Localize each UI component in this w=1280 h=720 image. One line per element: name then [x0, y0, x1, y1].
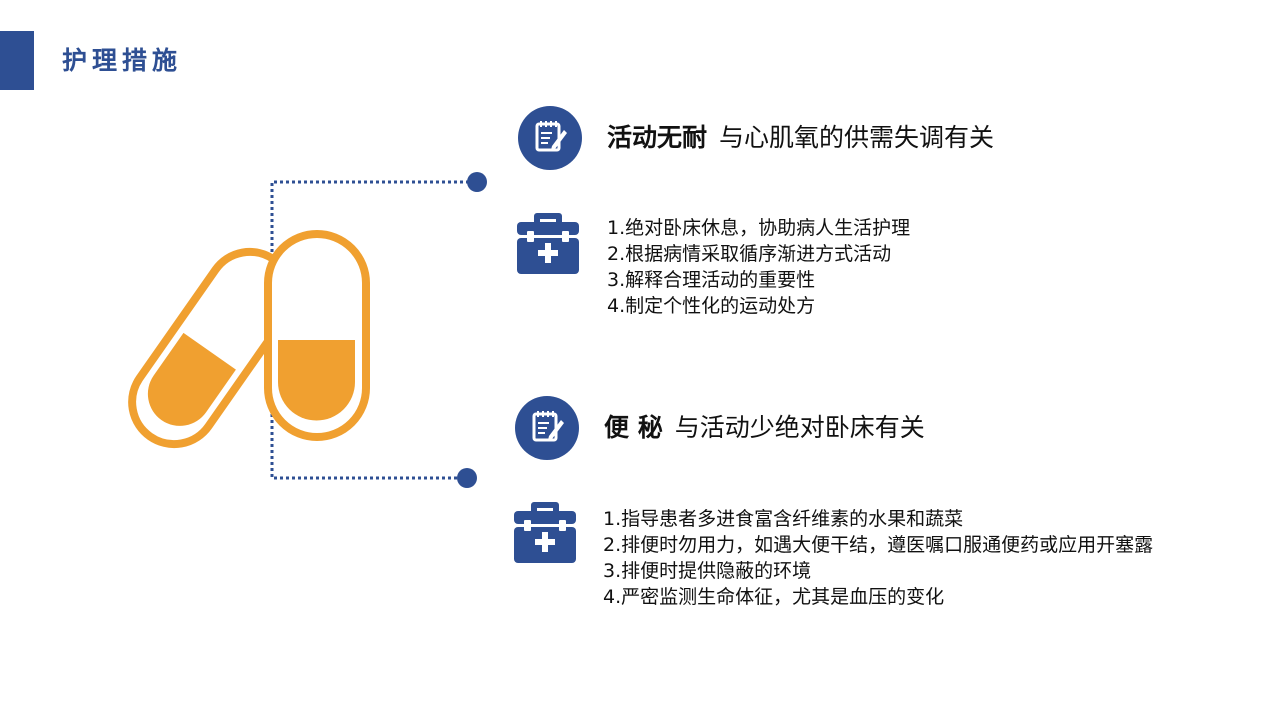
section-heading: 便 秘与活动少绝对卧床有关	[604, 411, 925, 445]
notepad-pen-icon	[518, 106, 582, 170]
connector-dot-top	[467, 172, 487, 192]
connector-dot-bottom	[457, 468, 477, 488]
page-title: 护理措施	[62, 46, 183, 75]
medical-kit-icon	[517, 213, 579, 274]
list-item: 3.解释合理活动的重要性	[607, 269, 816, 291]
section-heading-rest: 与心肌氧的供需失调有关	[719, 123, 995, 152]
list-item: 3.排便时提供隐蔽的环境	[603, 560, 812, 582]
section-heading-rest: 与活动少绝对卧床有关	[674, 413, 925, 442]
measures-list: 1.指导患者多进食富含纤维素的水果和蔬菜 2.排便时勿用力，如遇大便干结，遵医嘱…	[603, 506, 1178, 610]
list-item: 4.制定个性化的运动处方	[607, 295, 816, 317]
list-item: 2.根据病情采取循序渐进方式活动	[607, 243, 892, 265]
upright-capsule	[264, 230, 370, 441]
title-accent-bar	[0, 31, 34, 90]
measures-list: 1.绝对卧床休息，协助病人生活护理 2.根据病情采取循序渐进方式活动 3.解释合…	[607, 215, 1167, 319]
section-heading-strong: 便 秘	[604, 413, 663, 442]
list-item: 1.指导患者多进食富含纤维素的水果和蔬菜	[603, 508, 964, 530]
section-heading: 活动无耐与心肌氧的供需失调有关	[607, 121, 994, 155]
list-item: 4.严密监测生命体征，尤其是血压的变化	[603, 586, 945, 608]
medical-kit-icon	[514, 502, 576, 563]
section-heading-strong: 活动无耐	[607, 123, 708, 152]
notepad-pen-icon	[515, 396, 579, 460]
list-item: 2.排便时勿用力，如遇大便干结，遵医嘱口服通便药或应用开塞露	[603, 534, 1154, 556]
list-item: 1.绝对卧床休息，协助病人生活护理	[607, 217, 911, 239]
